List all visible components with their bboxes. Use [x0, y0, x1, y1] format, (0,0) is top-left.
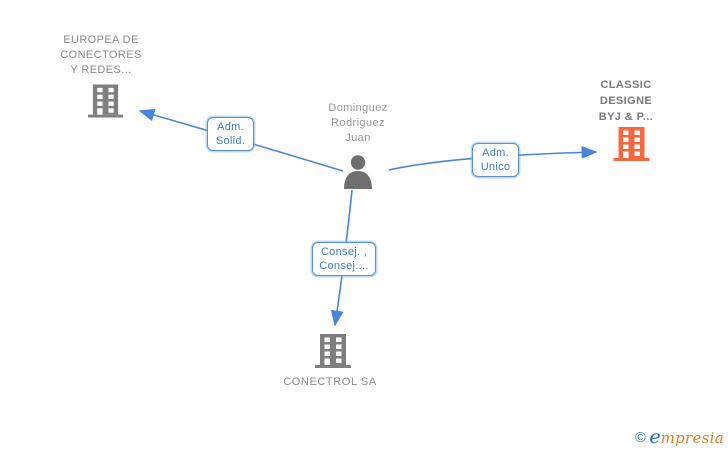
building-icon: [88, 84, 123, 118]
edge-label-adm-solid[interactable]: Adm. Solid.: [207, 117, 254, 151]
company-node-classic[interactable]: [613, 127, 650, 161]
copyright-symbol: ©: [633, 430, 648, 446]
edge-label-line: Consej. ,: [320, 246, 368, 258]
edge-label-line: Unico: [480, 161, 511, 173]
edge-label-line: Solid.: [215, 135, 246, 147]
logo-text: mpresia: [660, 429, 724, 447]
person-name-line: Rodriguez: [331, 117, 385, 129]
edge-label-consej[interactable]: Consej. , Consej....: [312, 242, 376, 276]
person-icon: [344, 155, 372, 189]
person-label[interactable]: Dominguez Rodriguez Juan: [298, 101, 418, 146]
company-label-classic[interactable]: CLASSIC DESIGNE BYJ & P...: [566, 77, 686, 125]
building-icon: [315, 334, 351, 368]
edge-label-line: Adm.: [217, 121, 244, 133]
edge-label-adm-unico[interactable]: Adm. Unico: [472, 143, 519, 177]
building-icon: [613, 127, 650, 161]
edge-label-line: Consej....: [319, 260, 369, 272]
person-name-line: Dominguez: [328, 102, 388, 114]
company-label-conectrol[interactable]: CONECTROL SA: [250, 375, 410, 390]
empresia-logo[interactable]: ©empresia: [633, 426, 724, 448]
company-name-line: BYJ & P...: [598, 111, 654, 123]
company-node-europea[interactable]: [88, 84, 123, 118]
company-name-line: DESIGNE: [599, 95, 653, 107]
logo-initial: e: [649, 426, 661, 448]
company-name-line: EUROPEA DE: [63, 34, 139, 46]
company-name-line: Y REDES...: [70, 64, 132, 76]
company-name-line: CLASSIC: [600, 79, 652, 91]
company-name-line: CONECTORES: [60, 49, 142, 61]
person-node[interactable]: [342, 154, 374, 190]
company-name-line: CONECTROL SA: [283, 376, 377, 388]
company-node-conectrol[interactable]: [315, 334, 351, 368]
edge-label-line: Adm.: [482, 147, 509, 159]
person-name-line: Juan: [345, 132, 371, 144]
company-label-europea[interactable]: EUROPEA DE CONECTORES Y REDES...: [20, 33, 182, 78]
